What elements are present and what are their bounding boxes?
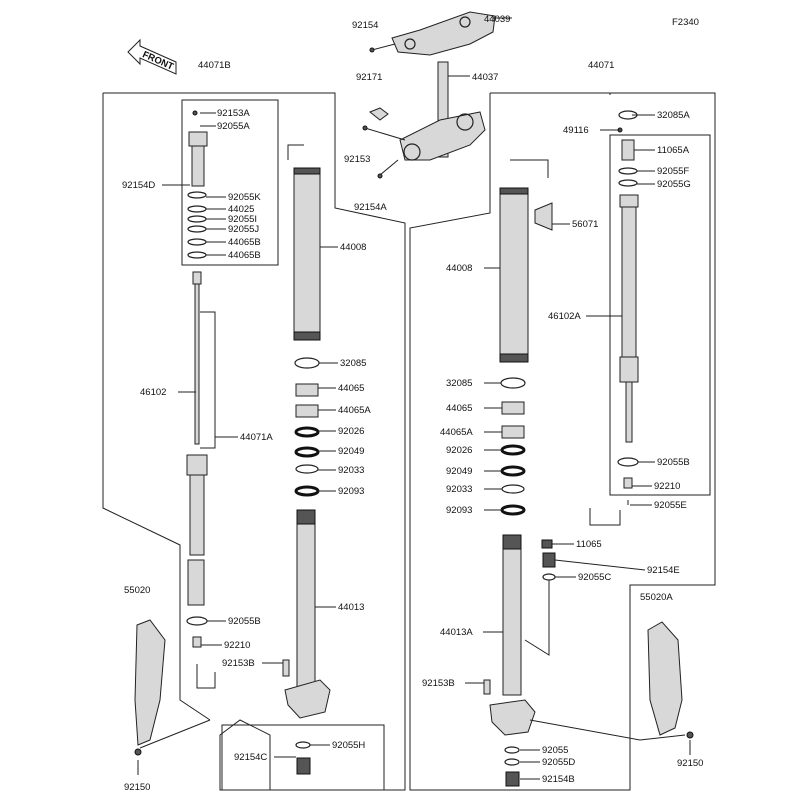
left-fork-outline — [102, 92, 406, 791]
label-32085a: 32085A — [657, 110, 690, 121]
right-fork-guard-part — [647, 621, 694, 739]
left-axle-parts — [295, 741, 311, 775]
label-44065b-1: 44065B — [228, 237, 261, 248]
label-92055d: 92055D — [542, 757, 575, 768]
label-44037: 44037 — [472, 72, 498, 83]
label-92055b-right: 92055B — [657, 457, 690, 468]
label-11065: 11065 — [576, 539, 602, 550]
label-92055i: 92055I — [228, 214, 257, 225]
label-55020a: 55020A — [640, 592, 673, 603]
left-fork-guard-part — [134, 619, 166, 775]
label-44065a-left: 44065A — [338, 405, 371, 416]
right-ring-stack — [500, 377, 526, 516]
left-inner-tube-part — [282, 509, 331, 719]
label-44071: 44071 — [588, 60, 614, 71]
label-11065a: 11065A — [657, 145, 690, 156]
steering-stem-part — [362, 61, 486, 179]
front-arrow-text: FRONT — [141, 49, 176, 72]
label-92171: 92171 — [356, 72, 382, 83]
label-92154a: 92154A — [354, 202, 387, 213]
label-92049-left: 92049 — [338, 446, 364, 457]
label-92093-left: 92093 — [338, 486, 364, 497]
label-92055g: 92055G — [657, 179, 691, 190]
left-ring-stack — [294, 357, 320, 497]
label-92026-left: 92026 — [338, 426, 364, 437]
label-92033-right: 92033 — [446, 484, 472, 495]
label-92093-right: 92093 — [446, 505, 472, 516]
label-92150-left: 92150 — [124, 782, 150, 793]
label-92033-left: 92033 — [338, 465, 364, 476]
label-44065-left: 44065 — [338, 383, 364, 394]
label-32085-left: 32085 — [340, 358, 366, 369]
left-outer-tube-part — [287, 144, 321, 341]
label-92055a: 92055A — [217, 121, 250, 132]
label-92055h: 92055H — [332, 740, 365, 751]
label-44008-left: 44008 — [340, 242, 366, 253]
label-92154d: 92154D — [122, 180, 155, 191]
label-92055f: 92055F — [657, 166, 689, 177]
right-cap-parts — [617, 110, 638, 187]
label-44013a: 44013A — [440, 627, 473, 638]
label-92049-right: 92049 — [446, 466, 472, 477]
label-92153b-left: 92153B — [222, 658, 255, 669]
label-92153b-right: 92153B — [422, 678, 455, 689]
label-44071b: 44071B — [198, 60, 231, 71]
upper-bracket-part — [369, 11, 512, 56]
label-44025: 44025 — [228, 204, 254, 215]
label-92055k: 92055K — [228, 192, 261, 203]
label-92150-right: 92150 — [677, 758, 703, 769]
label-92154b: 92154B — [542, 774, 575, 785]
label-92210-left: 92210 — [224, 640, 250, 651]
label-92210-right: 92210 — [654, 481, 680, 492]
left-cartridge-part — [186, 271, 216, 689]
label-55020: 55020 — [124, 585, 150, 596]
label-32085-right: 32085 — [446, 378, 472, 389]
label-92154e: 92154E — [647, 565, 680, 576]
diagram-code: F2340 — [672, 17, 699, 28]
right-inner-tube-part — [483, 534, 536, 736]
label-92055j: 92055J — [228, 224, 259, 235]
label-44071a: 44071A — [240, 432, 273, 443]
leader-lines — [139, 112, 691, 780]
right-cartridge-part — [589, 194, 639, 526]
label-92153: 92153 — [344, 154, 370, 165]
label-44065b-2: 44065B — [228, 250, 261, 261]
label-92055: 92055 — [542, 745, 568, 756]
label-92154c: 92154C — [234, 752, 267, 763]
label-46102a: 46102A — [548, 311, 581, 322]
right-fork-outline — [409, 92, 716, 791]
label-56071: 56071 — [572, 219, 598, 230]
label-92055b-left: 92055B — [228, 616, 261, 627]
label-46102: 46102 — [140, 387, 166, 398]
label-44013: 44013 — [338, 602, 364, 613]
label-92026-right: 92026 — [446, 445, 472, 456]
part-labels: 92154 44039 92171 44037 92153 92154A 440… — [122, 14, 703, 793]
label-49116: 49116 — [563, 125, 589, 136]
label-92154: 92154 — [352, 20, 378, 31]
label-44008-right: 44008 — [446, 263, 472, 274]
label-92153a: 92153A — [217, 108, 250, 119]
label-44039: 44039 — [484, 14, 510, 25]
label-92055e: 92055E — [654, 500, 687, 511]
label-44065-right: 44065 — [446, 403, 472, 414]
label-92055c: 92055C — [578, 572, 611, 583]
left-cap-assembly-box — [181, 99, 279, 266]
label-44065a-right: 44065A — [440, 427, 473, 438]
right-outer-tube-part — [499, 159, 553, 363]
front-arrow-icon: FRONT — [127, 38, 177, 75]
